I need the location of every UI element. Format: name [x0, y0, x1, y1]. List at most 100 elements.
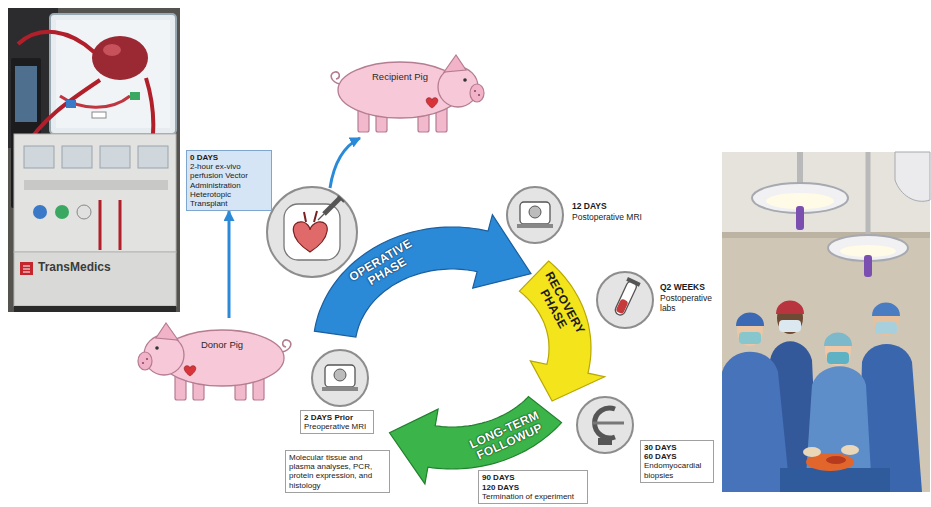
pig-figure: [184, 366, 196, 376]
test-tube-icon: [597, 272, 653, 328]
device-photo: [15, 66, 37, 122]
operating-room-photo: [736, 313, 764, 327]
operating-room-photo: [824, 333, 852, 347]
pig-figure: [463, 78, 467, 82]
transplant-icon: [267, 187, 357, 277]
pig-node: Donor Pig: [132, 318, 302, 404]
mri-icon: [529, 206, 541, 218]
transplant-icon: [324, 198, 340, 214]
operating-room-photo: [797, 152, 803, 186]
operating-room-photo: [722, 152, 930, 492]
operating-room-photo: [895, 152, 930, 201]
operating-room-photo: [803, 447, 821, 457]
step-time: 90 DAYS: [482, 473, 584, 482]
test-tube-icon: [614, 280, 638, 317]
device-photo: [103, 44, 121, 56]
test-tube-icon: [612, 277, 641, 317]
operating-room-photo: [780, 468, 890, 492]
operating-room-photo: [796, 206, 804, 230]
device-photo: [18, 32, 94, 52]
transplant-icon: [304, 211, 317, 222]
mri-icon: [507, 187, 563, 243]
step-text: Preoperative MRI: [304, 422, 370, 431]
step-label: Postoperative MRI: [572, 213, 642, 223]
device-photo: [14, 306, 176, 312]
transplant-icon: [318, 214, 324, 220]
step-time: 60 DAYS: [644, 452, 710, 461]
mri-icon: [520, 202, 550, 224]
transplant-icon: [338, 196, 344, 202]
pig-figure: [444, 55, 466, 72]
phase-arrow: [314, 215, 531, 337]
step-text: 2-hour ex-vivo perfusion Vector Administ…: [190, 162, 268, 208]
step-box: 30 DAYS60 DAYSEndomyocardial biopsies: [640, 440, 714, 483]
device-photo: [24, 146, 54, 168]
device-photo: [33, 205, 47, 219]
operating-room-photo: [722, 152, 930, 492]
step-text: Endomyocardial biopsies: [644, 461, 710, 479]
device-photo: [77, 205, 91, 219]
device-photo: [62, 146, 92, 168]
phase-arrow-node: RECOVERY PHASE: [517, 258, 607, 403]
step-time: 2 DAYS Prior: [304, 413, 370, 422]
pig-node: Recipient Pig: [320, 50, 490, 136]
operating-room-photo: [826, 456, 846, 464]
device-photo: [100, 146, 130, 168]
step-label: Postoperative labs: [660, 294, 718, 314]
device-photo: [60, 96, 130, 107]
device-photo: [92, 36, 148, 80]
mri-icon: [322, 387, 358, 391]
device-photo: [14, 252, 176, 306]
test-tube-icon: [597, 272, 653, 328]
mri-icon: [312, 350, 368, 406]
pig-figure: [155, 346, 159, 350]
test-tube-icon: [626, 277, 640, 287]
device-photo: [8, 8, 180, 312]
mri-icon: [517, 224, 553, 228]
transfer-arrow: [330, 138, 360, 188]
c-arm-icon: [577, 397, 633, 453]
step-box: 2 DAYS PriorPreoperative MRI: [300, 410, 374, 434]
device-photo: [23, 266, 30, 272]
pig-figure: [478, 94, 480, 96]
pig-figure: [282, 340, 291, 352]
operating-room-photo: [872, 303, 900, 317]
transplant-icon: [293, 222, 327, 252]
phase-arrow-node: OPERATIVE PHASE: [312, 212, 533, 340]
time-label: Q2 WEEKS: [660, 283, 705, 293]
pig-figure: [331, 55, 484, 132]
step-box: Molecular tissue and plasma analyses, PC…: [285, 450, 390, 493]
time-label: 12 DAYS: [572, 202, 607, 212]
operating-room-photo: [722, 152, 930, 232]
operating-room-photo: [722, 352, 790, 492]
phase-arrow: [519, 261, 604, 401]
operating-room-photo: [864, 255, 872, 277]
device-photo: [50, 14, 176, 134]
operating-room-photo: [779, 320, 801, 332]
brand-label: TransMedics: [38, 261, 111, 275]
pig-label: Donor Pig: [201, 339, 243, 350]
mri-icon: [507, 187, 563, 243]
step-box: 0 DAYS2-hour ex-vivo perfusion Vector Ad…: [186, 150, 272, 211]
c-arm-icon: [577, 397, 633, 453]
c-arm-icon: [592, 422, 624, 425]
mri-icon: [312, 350, 368, 406]
pig-label: Recipient Pig: [372, 71, 428, 82]
test-tube-icon: [615, 298, 628, 314]
operating-room-photo: [875, 322, 897, 334]
device-photo: [66, 100, 76, 108]
device-photo: [130, 92, 140, 100]
pig-figure: [142, 362, 144, 364]
pig-figure: [470, 84, 484, 102]
device-photo: [55, 205, 69, 219]
device-photo: [138, 146, 168, 168]
operating-room-photo: [722, 232, 930, 238]
step-time: 0 DAYS: [190, 153, 268, 162]
transplant-icon: [267, 187, 357, 277]
pig-figure: [331, 72, 340, 84]
operating-room-photo: [841, 445, 859, 455]
pig-figure: [474, 90, 476, 92]
c-arm-icon: [598, 438, 612, 445]
device-photo: [24, 180, 168, 190]
